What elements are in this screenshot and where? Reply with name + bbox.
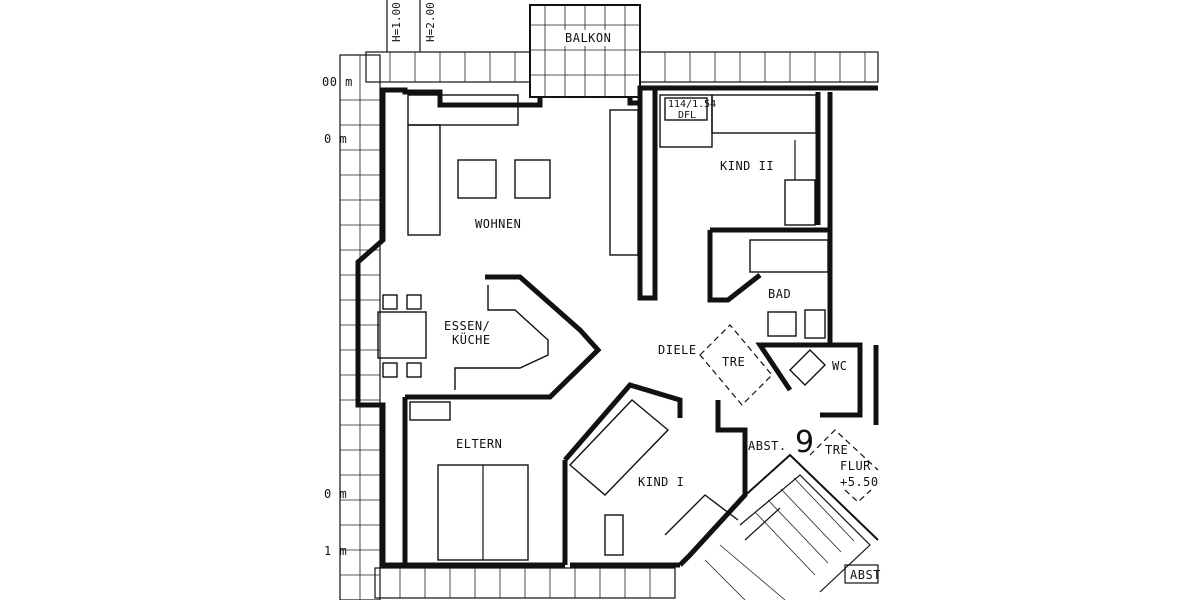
label-height-1: H=1.00 m [390, 0, 403, 42]
furniture-kind1 [568, 399, 739, 556]
label-margin-3: 0 m [324, 487, 347, 501]
label-essen-2: KÜCHE [452, 331, 491, 347]
label-margin-1: 00 m [322, 75, 353, 89]
label-eltern: ELTERN [456, 437, 502, 451]
label-level: +5.50 [840, 475, 879, 489]
label-balkon: BALKON [565, 31, 611, 45]
label-dfl: DFL [678, 110, 696, 121]
interior-walls [402, 88, 879, 567]
label-abst: ABST. [748, 439, 787, 453]
label-bad: BAD [768, 287, 791, 301]
label-kind2: KIND II [720, 159, 774, 173]
furniture-essen [377, 285, 549, 390]
label-abst-bottom: ABST [850, 568, 881, 582]
label-unit-number: 9 [795, 425, 814, 460]
roof-hatching-top [365, 51, 879, 83]
staircase [704, 453, 879, 600]
label-margin-2: 0 m [324, 132, 347, 146]
stair-opening-flur [809, 429, 879, 471]
furniture-bad [749, 239, 829, 339]
label-wc: WC [832, 359, 847, 373]
label-tre-diele: TRE [722, 355, 745, 369]
furniture-kind2 [659, 94, 817, 226]
label-tre-flur: TRE [825, 443, 848, 457]
label-essen-1: ESSEN/ [444, 319, 490, 333]
balcony [529, 4, 641, 98]
label-wohnen: WOHNEN [475, 217, 521, 231]
label-height-2: H=2.00 m [424, 0, 437, 42]
roof-hatching-bottom [374, 567, 676, 599]
stair-arrow [844, 489, 872, 503]
furniture-eltern [409, 401, 529, 561]
label-diele: DIELE [658, 343, 697, 357]
exterior-walls [355, 85, 878, 568]
furniture-wc [789, 349, 826, 386]
label-dfl-size: 114/1.54 [668, 99, 716, 110]
label-flur: FLUR [840, 459, 871, 473]
label-kind1: KIND I [638, 475, 684, 489]
furniture-wohnen [407, 94, 639, 256]
stair-opening-diele [699, 324, 773, 406]
label-margin-4: 1 m [324, 544, 347, 558]
abst-box [844, 564, 879, 584]
